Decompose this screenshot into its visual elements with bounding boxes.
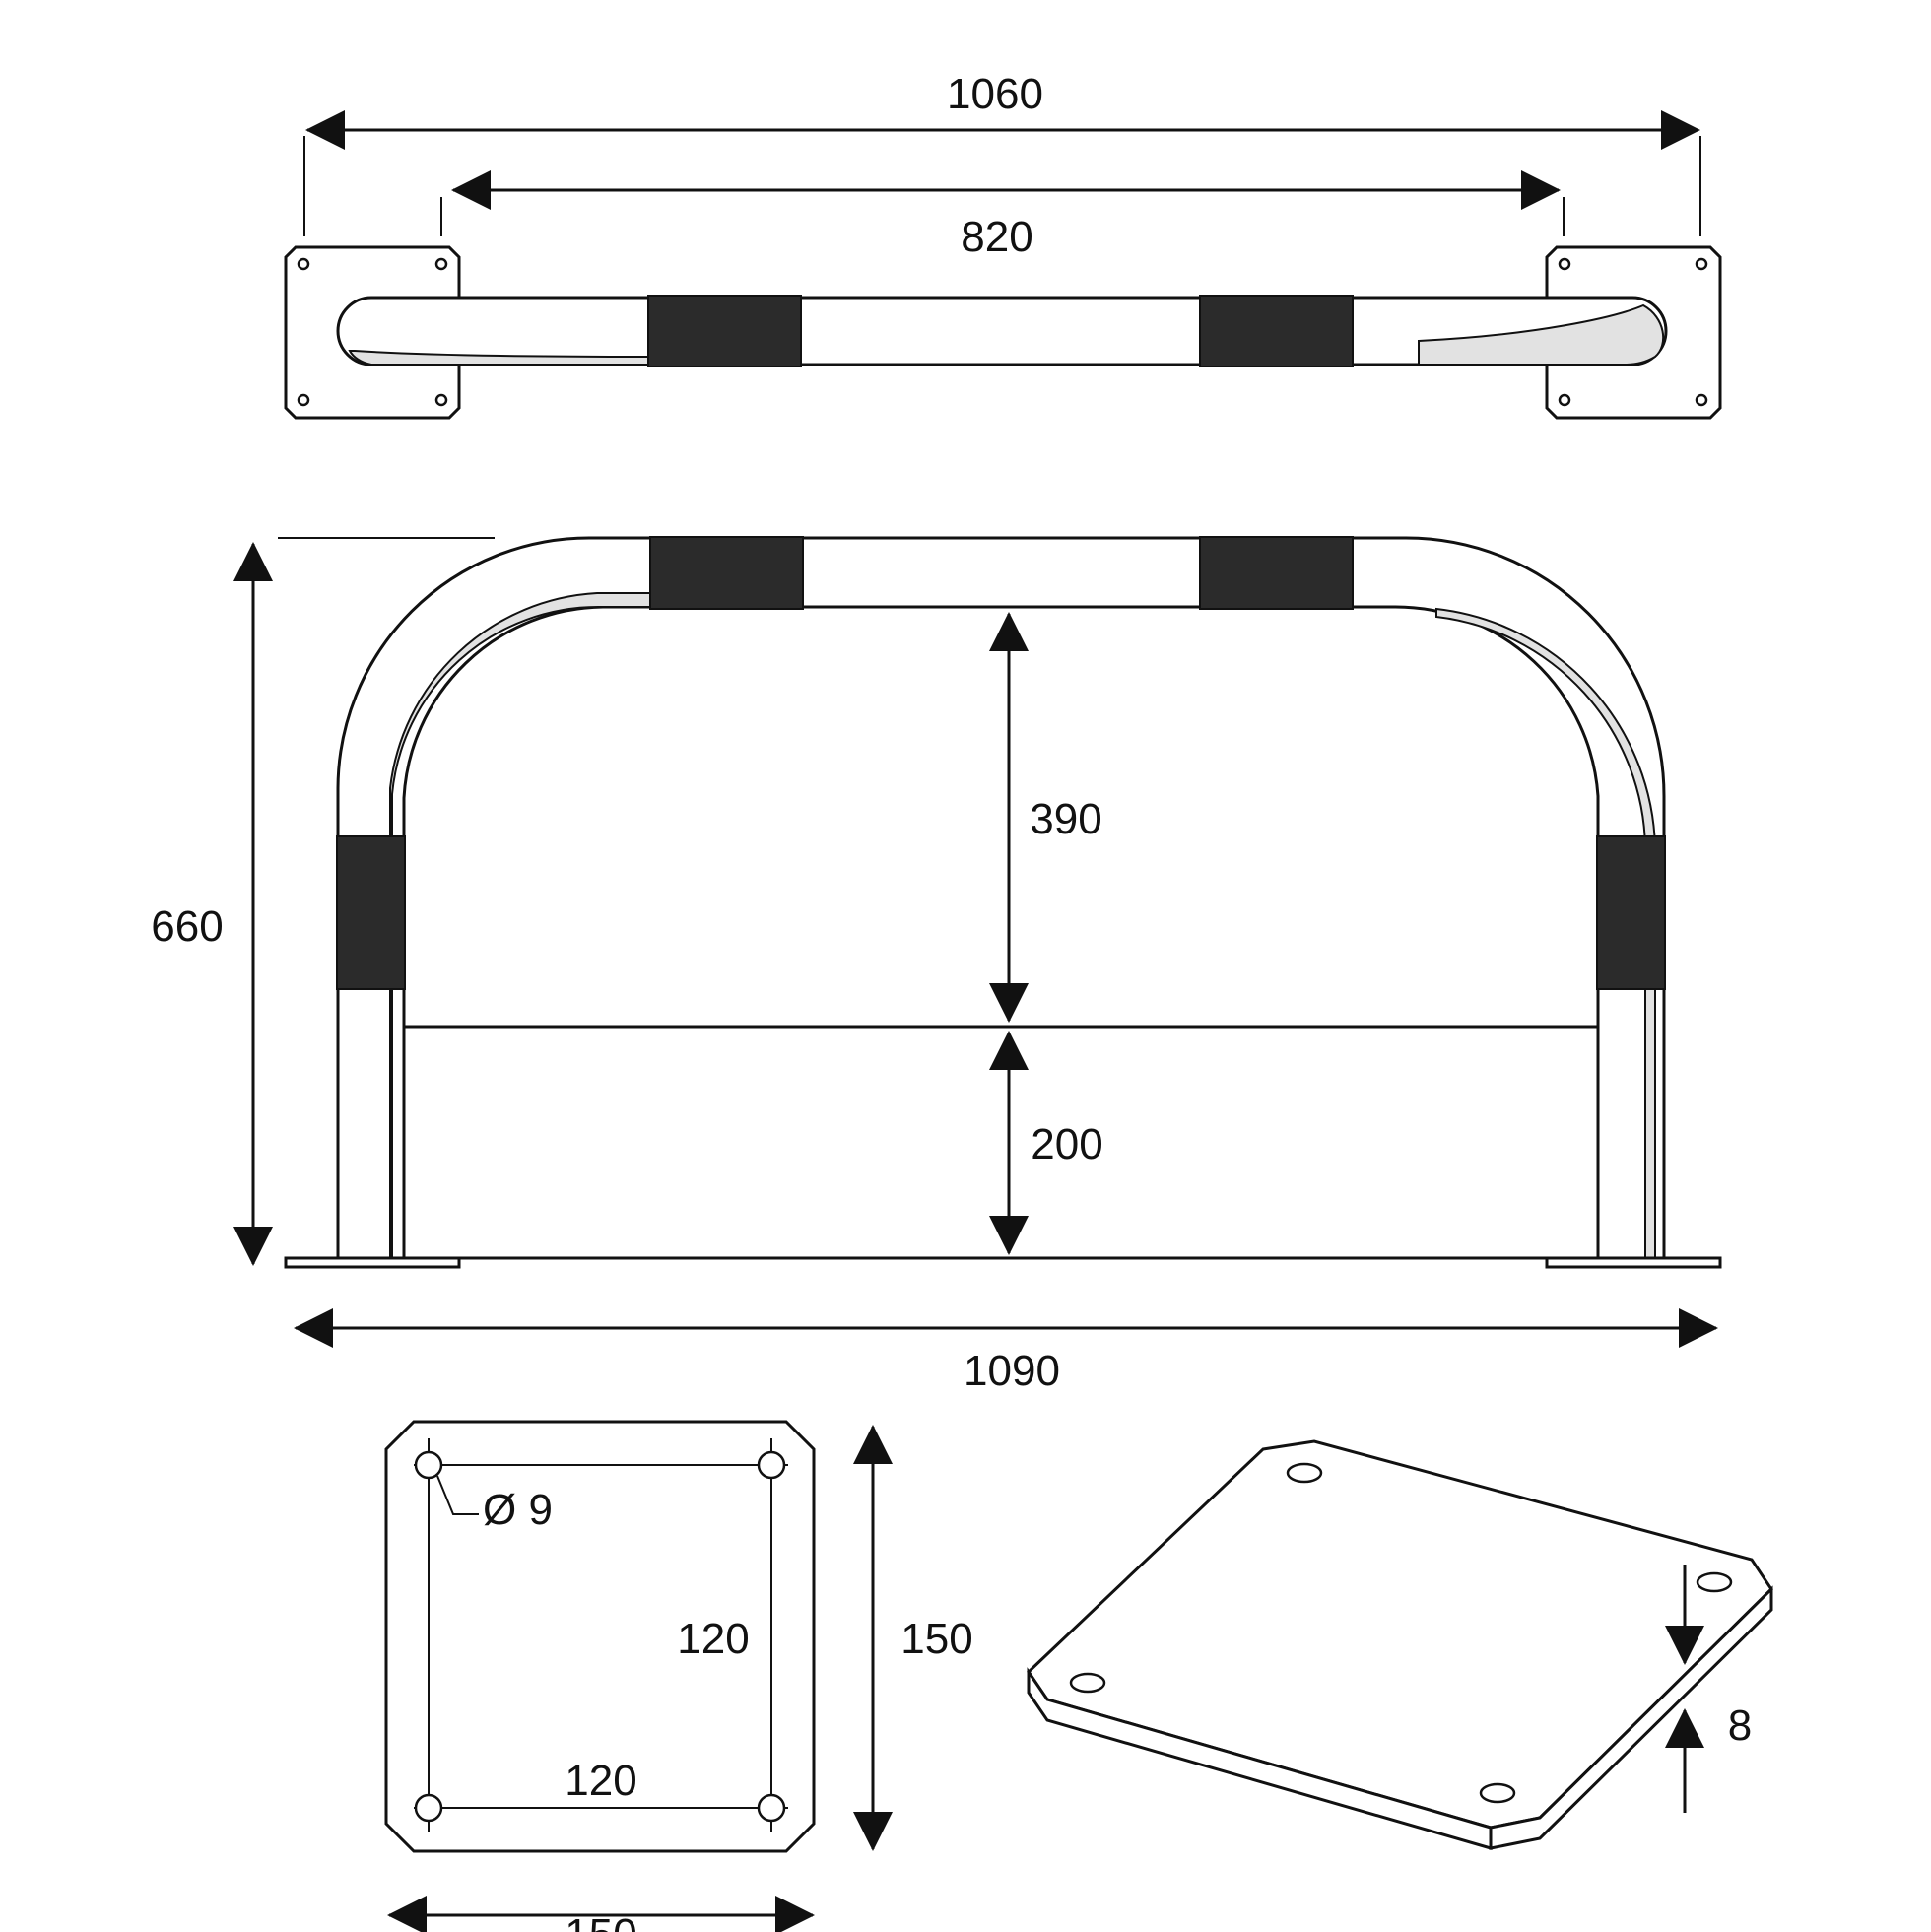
top-left-plate-hole-4 <box>434 393 448 407</box>
front-lower-panel <box>402 1025 1600 1260</box>
top-right-plate-hole-2 <box>1695 257 1708 271</box>
iso-plate-hole-left <box>1069 1672 1106 1694</box>
front-band-top-right <box>1199 536 1354 610</box>
iso-plate-front-edge-right <box>1489 1585 1773 1850</box>
dimension-label-hole-spacing-vertical: 120 <box>677 1615 749 1663</box>
front-right-base-plate <box>1545 1256 1722 1269</box>
plan-plate-hole-bottom-right <box>757 1793 786 1823</box>
front-pipe-body <box>336 536 1666 1260</box>
top-right-plate-hole-4 <box>1695 393 1708 407</box>
top-band-right <box>1199 295 1354 367</box>
dimension-label-150-horizontal: 150 <box>565 1910 636 1932</box>
dimension-label-150-vertical: 150 <box>900 1615 972 1663</box>
dimension-label-1060: 1060 <box>947 70 1043 118</box>
dimension-label-390: 390 <box>1030 795 1101 843</box>
top-left-plate-hole-3 <box>297 393 310 407</box>
dimension-label-1090: 1090 <box>964 1347 1060 1395</box>
front-view: 660 390 200 1090 <box>151 536 1722 1395</box>
plan-plate-hole-bottom-left <box>414 1793 443 1823</box>
top-pipe-shading-left <box>348 350 651 366</box>
dimension-label-hole-diameter: Ø 9 <box>483 1486 553 1534</box>
top-pipe-shading-right <box>1418 303 1664 366</box>
plan-plate-hole-top-left <box>414 1450 443 1480</box>
hole-diameter-leader <box>436 1475 479 1515</box>
top-view: 1060 820 <box>284 70 1722 420</box>
iso-plate-hole-right <box>1696 1571 1733 1593</box>
front-band-top-left <box>649 536 804 610</box>
front-left-base-plate <box>284 1256 461 1269</box>
dimension-label-hole-spacing-horizontal: 120 <box>565 1757 636 1805</box>
front-band-side-right <box>1596 835 1666 990</box>
dimension-label-200: 200 <box>1031 1120 1102 1168</box>
top-right-plate-hole-3 <box>1558 393 1571 407</box>
dimension-label-660: 660 <box>151 902 223 951</box>
plan-plate-hole-top-right <box>757 1450 786 1480</box>
base-plate-isometric-view: 8 <box>1027 1439 1773 1850</box>
top-left-plate-hole-2 <box>434 257 448 271</box>
top-right-plate-hole-1 <box>1558 257 1571 271</box>
base-plate-plan-view: Ø 9 120 120 150 150 <box>384 1420 973 1932</box>
iso-plate-hole-top <box>1286 1462 1323 1484</box>
top-band-left <box>647 295 802 367</box>
iso-plate-hole-bottom <box>1479 1782 1516 1804</box>
plan-base-plate-outline <box>384 1420 816 1853</box>
dimension-label-plate-thickness: 8 <box>1728 1701 1752 1750</box>
dimension-label-820: 820 <box>961 213 1032 261</box>
top-left-plate-hole-1 <box>297 257 310 271</box>
iso-plate-top-face <box>1027 1439 1773 1830</box>
front-band-side-left <box>336 835 406 990</box>
